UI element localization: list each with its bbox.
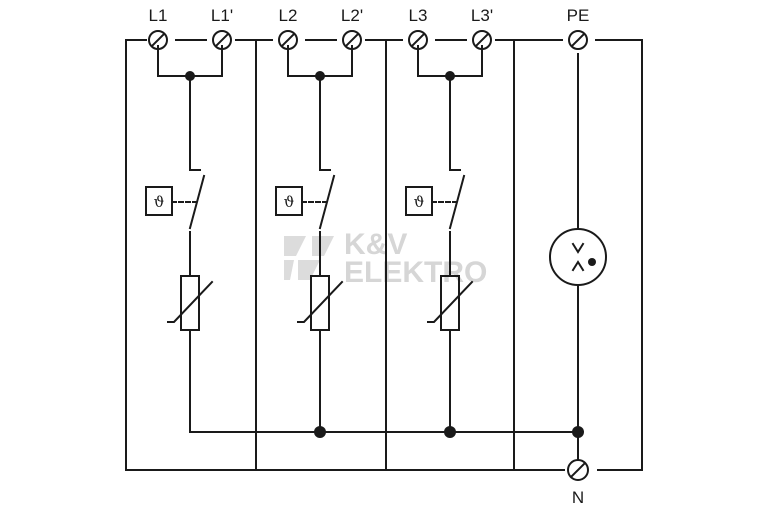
- junction-dot: [444, 426, 456, 438]
- thermal-disconnect-3: [405, 186, 433, 216]
- terminal-n-icon: [567, 459, 589, 481]
- spark-gap-icon: [549, 228, 607, 286]
- thermal-symbol-3: ϑ: [414, 193, 425, 211]
- terminal-l1-prime-icon: [212, 30, 232, 50]
- junction-dot: [445, 71, 455, 81]
- label-l2: L2: [279, 6, 298, 25]
- watermark-logo-icon: [284, 236, 334, 280]
- phase-1-module: [157, 45, 223, 433]
- thermal-symbol-2: ϑ: [284, 193, 295, 211]
- thermal-disconnect-1: [145, 186, 173, 216]
- terminal-l2-prime-icon: [342, 30, 362, 50]
- label-l3: L3: [409, 6, 428, 25]
- label-l2-prime: L2': [341, 6, 363, 25]
- label-l1-prime: L1': [211, 6, 233, 25]
- phase-3-module: [417, 45, 483, 433]
- junction-dot: [315, 71, 325, 81]
- housing-outline: [125, 39, 643, 471]
- varistor-2-icon: [297, 275, 344, 331]
- watermark: K&V ELEKTRO: [284, 228, 487, 289]
- thermal-disconnect-boxes: [145, 186, 433, 216]
- varistor-3-icon: [427, 275, 474, 331]
- junction-dot: [185, 71, 195, 81]
- junction-dot: [572, 426, 584, 438]
- spark-gap-dot: [588, 258, 596, 266]
- terminal-pe-icon: [568, 30, 588, 50]
- junction-dot: [314, 426, 326, 438]
- watermark-line2: ELEKTRO: [344, 256, 487, 289]
- thermal-disconnect-2: [275, 186, 303, 216]
- watermark-line1: K&V: [344, 228, 407, 261]
- module-dividers: [255, 39, 515, 471]
- label-n: N: [572, 488, 584, 507]
- thermal-symbol-1: ϑ: [154, 193, 165, 211]
- junction-dots: [185, 71, 596, 438]
- terminal-l1-icon: [148, 30, 168, 50]
- varistor-1-icon: [167, 275, 214, 331]
- label-pe: PE: [567, 6, 590, 25]
- label-l1: L1: [149, 6, 168, 25]
- terminal-l3-icon: [408, 30, 428, 50]
- terminal-l3-prime-icon: [472, 30, 492, 50]
- terminal-l2-icon: [278, 30, 298, 50]
- label-l3-prime: L3': [471, 6, 493, 25]
